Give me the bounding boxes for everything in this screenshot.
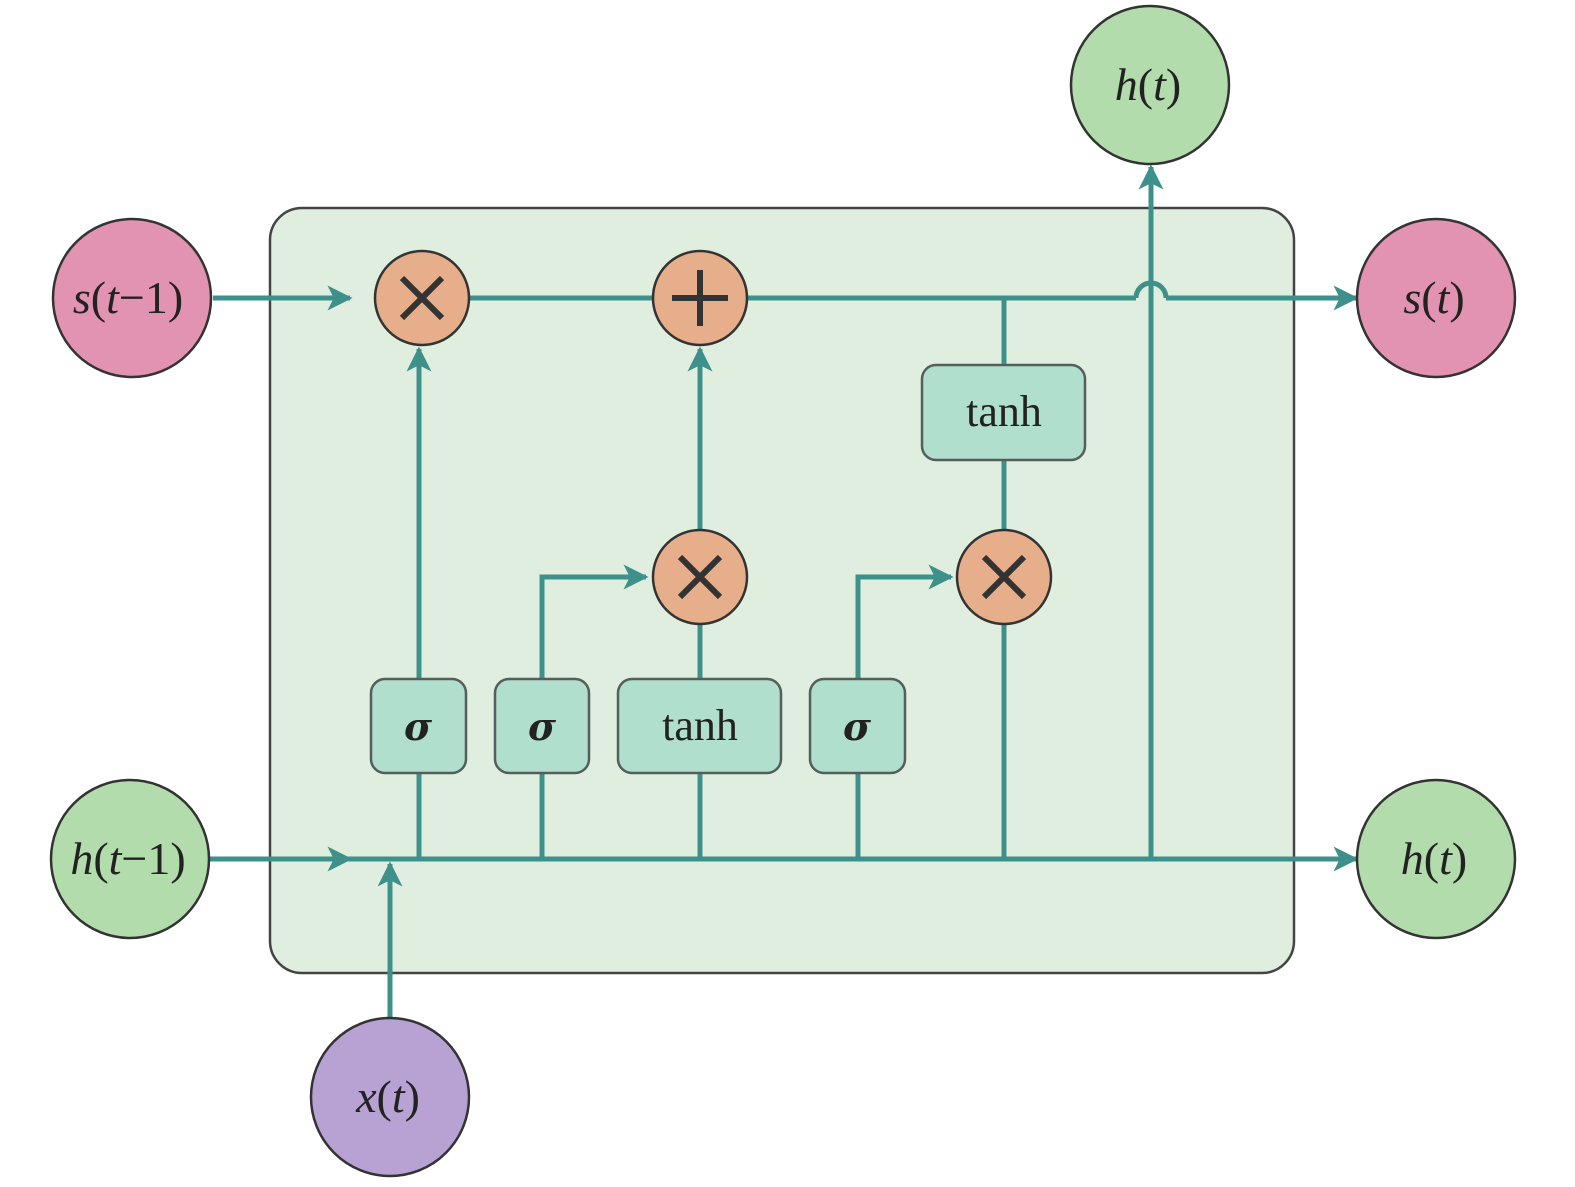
input-gate-label: σ — [528, 704, 557, 749]
flow-lines — [210, 164, 1359, 1018]
output-gate-to-mul — [855, 564, 954, 679]
node-x-t: x(t) — [309, 1016, 471, 1178]
state-tanh-label: tanh — [966, 387, 1042, 436]
node-s-t-var: s — [1403, 272, 1421, 323]
svg-text:s(t): s(t) — [1403, 272, 1464, 323]
candidate-gate-tanh: tanh — [616, 677, 783, 775]
svg-text:h(t−1): h(t−1) — [70, 833, 185, 884]
node-h-t-top-var: h — [1115, 59, 1138, 110]
svg-text:x(t): x(t) — [355, 1071, 420, 1122]
input-gate-to-mul — [539, 564, 649, 679]
node-h-t-top: h(t) — [1069, 4, 1231, 166]
node-h-prev: h(t−1) — [49, 778, 211, 940]
candidate-gate-label: tanh — [662, 701, 738, 750]
svg-text:h(t): h(t) — [1401, 833, 1467, 884]
forget-gate-sigma: σ — [369, 677, 468, 775]
svg-text:h(t): h(t) — [1115, 59, 1181, 110]
times-icon — [399, 275, 445, 321]
node-s-prev-var: s — [73, 272, 91, 323]
forget-gate-label: σ — [404, 704, 433, 749]
state-tanh-gate: tanh — [920, 363, 1087, 462]
plus-icon — [672, 270, 728, 326]
output-gate-sigma: σ — [808, 677, 907, 775]
node-h-t-right: h(t) — [1355, 778, 1517, 940]
times-icon — [981, 554, 1027, 600]
state-add-op — [651, 249, 749, 347]
input-gate-sigma: σ — [493, 677, 591, 775]
node-s-t: s(t) — [1355, 217, 1517, 379]
node-h-prev-var: h — [70, 833, 93, 884]
node-s-prev: s(t−1) — [51, 217, 213, 379]
output-multiply-op — [955, 528, 1053, 626]
input-multiply-op — [651, 528, 749, 626]
node-x-t-var: x — [355, 1071, 377, 1122]
times-icon — [677, 554, 723, 600]
svg-text:s(t−1): s(t−1) — [73, 272, 183, 323]
node-h-t-right-var: h — [1401, 833, 1424, 884]
output-gate-label: σ — [843, 704, 872, 749]
forget-multiply-op — [373, 249, 471, 347]
